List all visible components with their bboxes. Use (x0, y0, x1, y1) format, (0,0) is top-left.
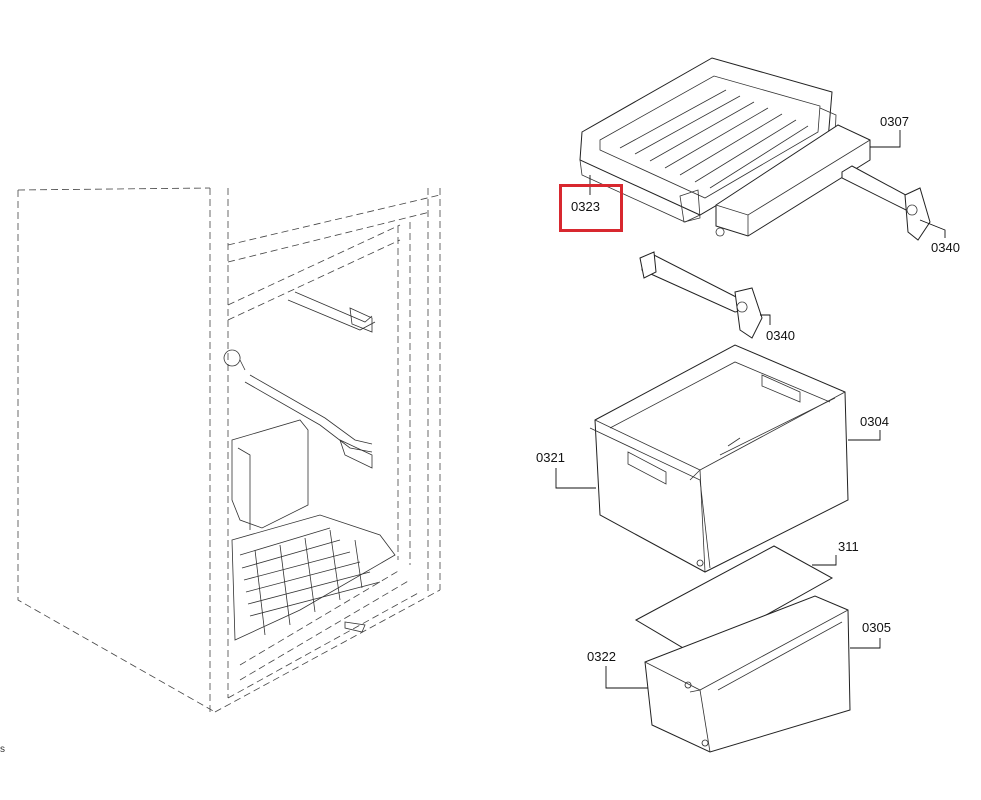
callout-0340-upper[interactable]: 0340 (931, 240, 960, 255)
callout-0323[interactable]: 0323 (571, 199, 600, 214)
corner-mark: s (0, 744, 5, 755)
fridge-cabinet-outline (17, 187, 441, 713)
cabinet-bottom-grid (231, 514, 396, 641)
guide-rail-upper (841, 165, 931, 241)
glass-cover-plate (634, 545, 834, 656)
front-cover-strip (715, 124, 871, 237)
upper-drawer (589, 344, 849, 573)
callout-0305[interactable]: 0305 (862, 620, 891, 635)
callout-311[interactable]: 311 (838, 539, 859, 554)
guide-rail-lower (639, 251, 763, 339)
callout-0340-lower[interactable]: 0340 (766, 328, 795, 343)
highlight-box (559, 184, 623, 232)
cabinet-evaporator (231, 419, 309, 530)
lower-drawer (644, 595, 851, 753)
callout-0322[interactable]: 0322 (587, 649, 616, 664)
callout-0307[interactable]: 0307 (880, 114, 909, 129)
callout-0321[interactable]: 0321 (536, 450, 565, 465)
callout-0304[interactable]: 0304 (860, 414, 889, 429)
cabinet-shelf-rails (223, 291, 376, 469)
